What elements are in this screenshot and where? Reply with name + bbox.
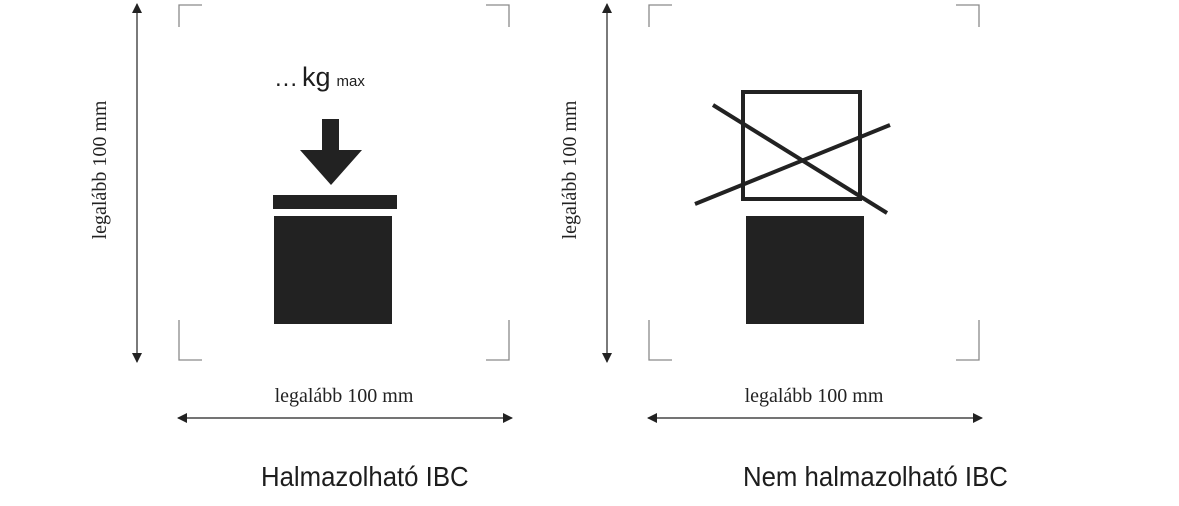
width-dimension-label: legalább 100 mm <box>744 385 884 407</box>
load-ellipsis: ... <box>275 65 299 92</box>
width-dimension-label: legalább 100 mm <box>274 385 414 407</box>
crossed-out-box-icon <box>694 90 891 215</box>
corner-brackets <box>648 4 980 361</box>
stackable-symbol-drawing <box>132 3 513 423</box>
container-block <box>274 216 392 324</box>
stackable-caption: Halmazolható IBC <box>261 461 469 492</box>
container-block <box>746 216 864 324</box>
non-stackable-caption: Nem halmazolható IBC <box>743 461 1008 492</box>
corner-brackets <box>178 4 510 361</box>
load-max-suffix: max <box>336 73 365 90</box>
non-stackable-ibc-panel: legalább 100 mm legalább 100 mm Nem halm… <box>530 0 1008 506</box>
load-plate <box>273 195 397 209</box>
non-stackable-symbol-drawing <box>602 3 983 423</box>
downward-arrow-icon <box>300 119 362 185</box>
load-unit: kg <box>302 62 331 92</box>
